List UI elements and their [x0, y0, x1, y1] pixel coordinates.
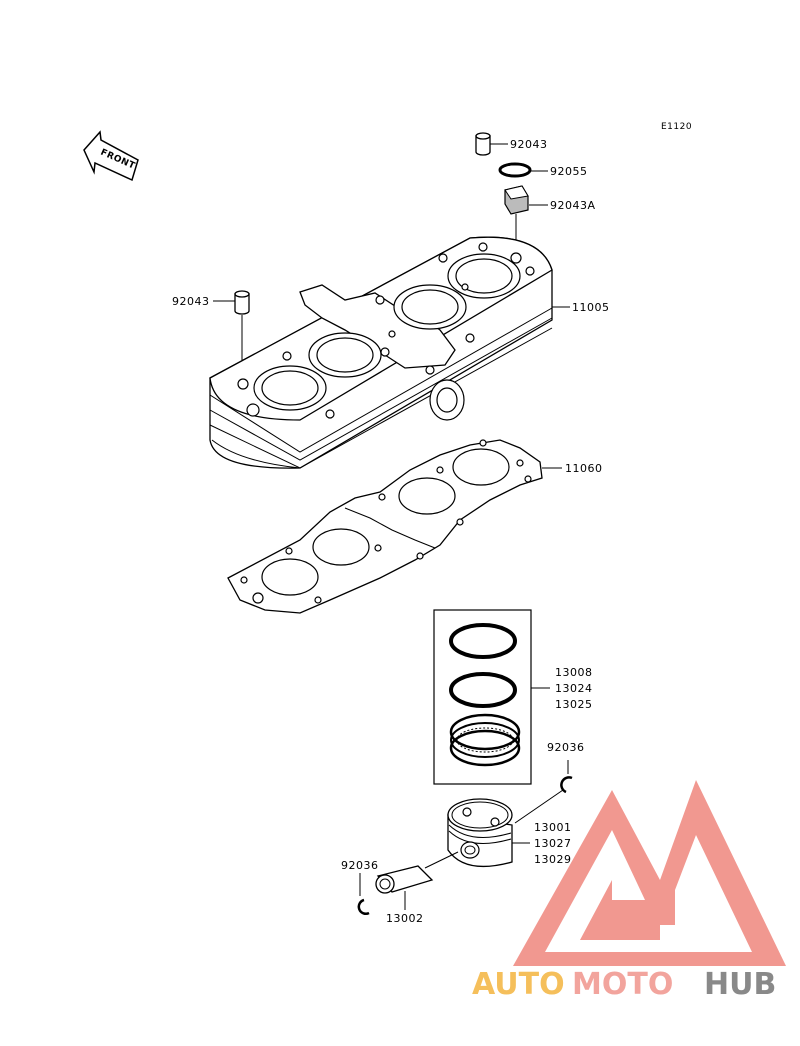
- part-number-ring-2: 13024: [555, 682, 593, 695]
- logo-text-hub: HUB: [704, 967, 776, 1002]
- part-number-92036-left: 92036: [341, 859, 379, 872]
- o-ring: [498, 162, 548, 178]
- diagram-code: E1120: [661, 122, 692, 132]
- part-number-piston-2: 13027: [534, 837, 572, 850]
- piston-ring-set: [433, 609, 550, 785]
- part-number-11060: 11060: [565, 462, 603, 475]
- logo-text-auto: AUTO: [472, 967, 565, 1002]
- part-number-11005: 11005: [572, 301, 610, 314]
- part-number-92043-top: 92043: [510, 138, 548, 151]
- part-number-piston-3: 13029: [534, 853, 572, 866]
- part-number-ring-1: 13008: [555, 666, 593, 679]
- part-number-92036-right: 92036: [547, 741, 585, 754]
- part-number-ring-3: 13025: [555, 698, 593, 711]
- part-number-piston-1: 13001: [534, 821, 572, 834]
- part-number-92043-left: 92043: [172, 295, 210, 308]
- automotohub-logo: AUTO MOTO HUB: [472, 780, 786, 1002]
- circlip-left: [357, 873, 370, 915]
- cylinder-block: [209, 236, 570, 469]
- cylinder-gasket: [227, 439, 562, 614]
- front-arrow-icon: FRONT: [83, 130, 139, 182]
- part-number-92043a: 92043A: [550, 199, 596, 212]
- circlip-right: [514, 760, 573, 824]
- logo-text-moto: MOTO: [572, 967, 673, 1002]
- part-number-13002: 13002: [386, 912, 424, 925]
- dowel-pin-top: [475, 132, 508, 156]
- piston: [447, 798, 530, 868]
- part-number-92055: 92055: [550, 165, 588, 178]
- piston-pin: [375, 851, 459, 910]
